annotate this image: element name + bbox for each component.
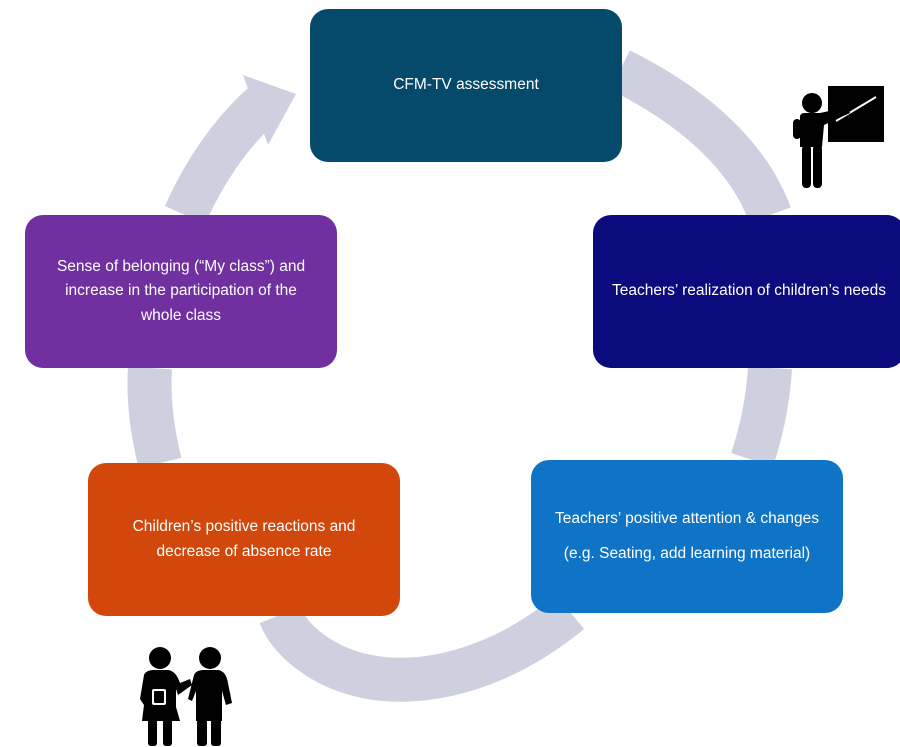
stage-box-teachers-attention: Teachers’ positive attention & changes (… <box>531 460 843 613</box>
teacher-at-board-icon <box>793 86 884 188</box>
ring-arrowhead <box>243 75 296 145</box>
stage-text: Children’s positive reactions and decrea… <box>132 518 356 560</box>
ring-segment-top-right <box>610 50 791 224</box>
ring-segment-top-left <box>164 88 277 225</box>
stage-box-teachers-realization: Teachers’ realization of children’s need… <box>593 215 900 368</box>
stage-text: Teachers’ realization of children’s need… <box>612 282 886 300</box>
stage-box-sense-of-belonging: Sense of belonging (“My class”) and incr… <box>25 215 337 368</box>
stage-box-cfm-tv-assessment: CFM-TV assessment <box>310 9 622 162</box>
stage-text: Teachers’ positive attention & changes <box>555 510 819 528</box>
stage-box-children-reactions: Children’s positive reactions and decrea… <box>88 463 400 616</box>
stage-example-text: (e.g. Seating, add learning material) <box>563 544 811 562</box>
ring-segment-bottom <box>259 594 585 702</box>
children-students-icon <box>140 647 232 746</box>
ring-segment-right <box>731 366 792 467</box>
stage-text: Sense of belonging (“My class”) and incr… <box>56 258 306 324</box>
ring-segment-left <box>127 366 182 469</box>
stage-text: CFM-TV assessment <box>393 76 539 93</box>
